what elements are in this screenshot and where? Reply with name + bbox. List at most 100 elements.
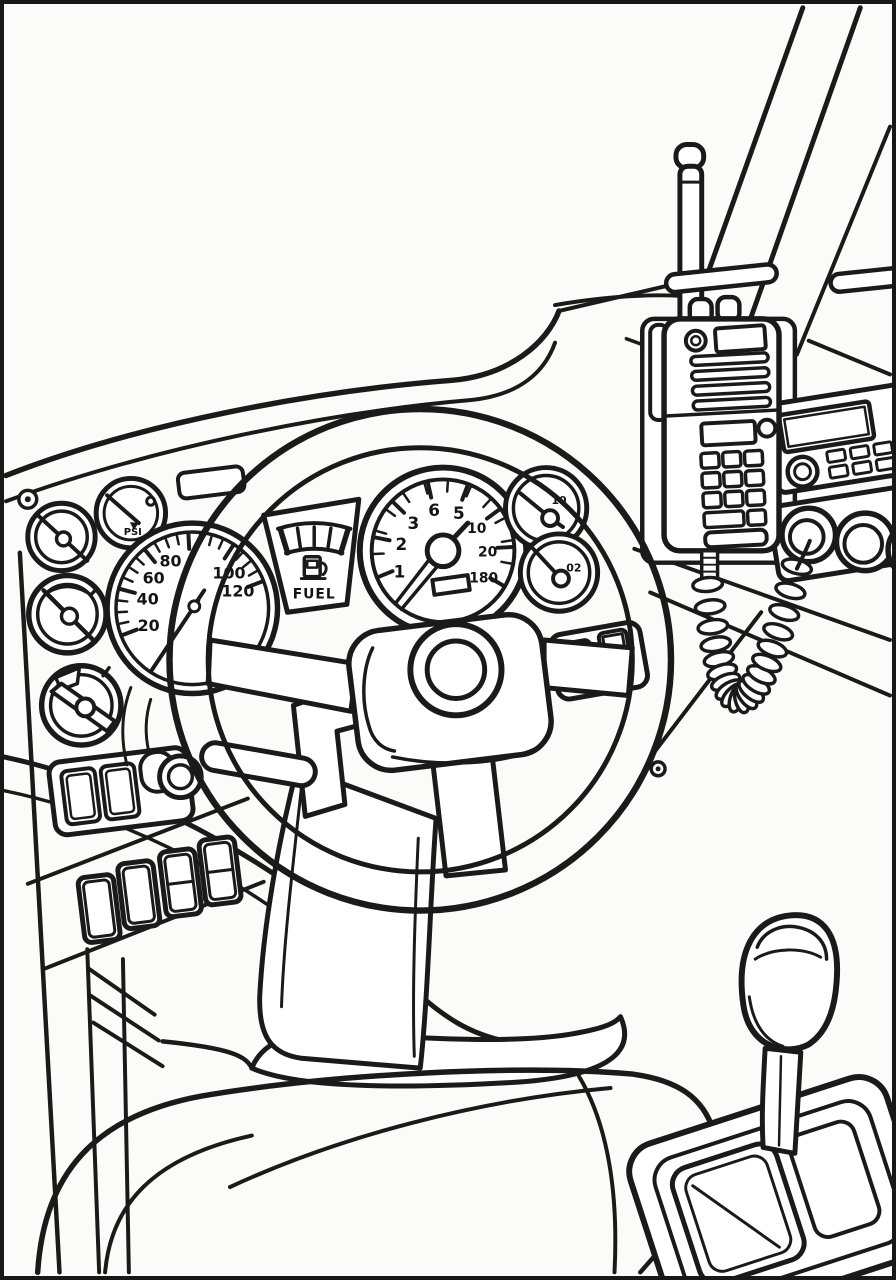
tick bbox=[482, 498, 492, 509]
tick bbox=[423, 482, 429, 495]
cord-loop bbox=[756, 638, 789, 659]
key bbox=[745, 508, 768, 528]
cord-loop bbox=[691, 575, 725, 594]
wheel-rim-inner bbox=[205, 445, 635, 875]
tachometer-ticks bbox=[372, 480, 515, 588]
dash-shelf-line bbox=[650, 610, 764, 757]
defroster-vent bbox=[828, 265, 892, 294]
motion-line bbox=[144, 697, 153, 753]
key bbox=[722, 489, 745, 509]
key bbox=[720, 449, 743, 469]
shifter-slot-right bbox=[787, 1119, 882, 1240]
seat-seam bbox=[227, 1085, 613, 1190]
tick bbox=[465, 485, 472, 498]
knob-panel bbox=[767, 481, 892, 584]
tach-2: 2 bbox=[396, 534, 408, 554]
tick bbox=[385, 508, 397, 518]
key bbox=[744, 488, 767, 508]
tick bbox=[115, 610, 129, 614]
tick bbox=[127, 566, 139, 574]
cord-loop bbox=[774, 581, 807, 601]
motion-line bbox=[121, 686, 133, 767]
dash-cowl-edge bbox=[4, 308, 562, 479]
wheel-spoke-right bbox=[541, 637, 635, 698]
key bbox=[699, 450, 721, 470]
door-trim-line bbox=[120, 957, 131, 1275]
tick bbox=[245, 579, 265, 589]
cord-loop bbox=[762, 621, 795, 642]
cord-loop bbox=[768, 602, 801, 623]
door-trim-line bbox=[85, 947, 102, 1275]
tick bbox=[485, 507, 501, 521]
tick bbox=[376, 569, 395, 579]
tick bbox=[186, 531, 192, 551]
tach-5: 5 bbox=[453, 503, 465, 523]
tick bbox=[247, 569, 259, 577]
radio-keypad bbox=[699, 417, 778, 550]
tick bbox=[207, 534, 214, 547]
tach-3: 3 bbox=[407, 513, 419, 533]
tach-1: 1 bbox=[394, 562, 406, 582]
tick bbox=[234, 551, 244, 561]
tick bbox=[117, 620, 130, 626]
horn-button bbox=[407, 621, 505, 719]
a-pillar-inner-line bbox=[794, 124, 892, 357]
tick bbox=[164, 536, 171, 549]
cord-loop bbox=[696, 617, 730, 636]
tick bbox=[391, 500, 407, 515]
fuel-label: FUEL bbox=[293, 586, 336, 602]
fuel-gauge: FUEL bbox=[261, 496, 362, 615]
door-chevron-lines bbox=[87, 967, 165, 1069]
stereo-button bbox=[827, 463, 850, 480]
tick bbox=[116, 599, 129, 603]
cord-loop bbox=[693, 598, 727, 616]
speedo-60: 60 bbox=[143, 569, 165, 588]
tick bbox=[445, 480, 450, 493]
switch-strip-edge bbox=[25, 796, 250, 886]
seat-cushion bbox=[34, 1067, 727, 1276]
tick bbox=[402, 492, 411, 504]
aux-bottom-label: 02 bbox=[566, 562, 581, 575]
tick bbox=[117, 586, 137, 595]
tick bbox=[295, 526, 303, 549]
dash-knob bbox=[885, 530, 892, 569]
stereo-button bbox=[848, 444, 871, 461]
fuel-ticks bbox=[277, 525, 351, 556]
tick bbox=[372, 535, 392, 543]
steering-wheel bbox=[121, 405, 675, 914]
stereo-button bbox=[874, 456, 892, 473]
tick bbox=[338, 526, 351, 556]
tick bbox=[494, 516, 506, 525]
tick bbox=[500, 560, 513, 565]
tick bbox=[495, 545, 515, 550]
wheel-spoke-left bbox=[205, 637, 360, 714]
truck-interior-drawing: PSI bbox=[4, 5, 892, 1276]
mic-cord-coil-icon bbox=[691, 557, 814, 715]
aux-gauge-bottom: 02 bbox=[517, 531, 601, 614]
key bbox=[700, 470, 722, 490]
tick bbox=[460, 483, 470, 502]
tick bbox=[175, 533, 180, 546]
stereo-knob bbox=[785, 454, 820, 489]
key-wide bbox=[703, 527, 769, 550]
shifter-plate bbox=[626, 1074, 892, 1276]
stereo-button bbox=[872, 440, 892, 457]
stereo-button bbox=[825, 447, 848, 464]
psi-label: PSI bbox=[124, 527, 142, 538]
mic-cord-end bbox=[794, 538, 812, 571]
small-gauge-b bbox=[26, 572, 109, 656]
fuel-pump-icon bbox=[299, 555, 328, 581]
key bbox=[721, 469, 744, 489]
speedo-40: 40 bbox=[137, 589, 159, 608]
tick bbox=[277, 526, 291, 556]
defroster-vent bbox=[663, 262, 779, 295]
wheel-rim-outer bbox=[166, 405, 675, 914]
shifter-knob bbox=[738, 912, 841, 1053]
tick bbox=[222, 543, 236, 561]
tick bbox=[153, 541, 161, 553]
round-key bbox=[756, 417, 778, 439]
gear-shifter bbox=[626, 912, 892, 1276]
tach-20: 20 bbox=[478, 545, 497, 561]
tick bbox=[425, 481, 434, 500]
keypad-display bbox=[699, 419, 758, 448]
